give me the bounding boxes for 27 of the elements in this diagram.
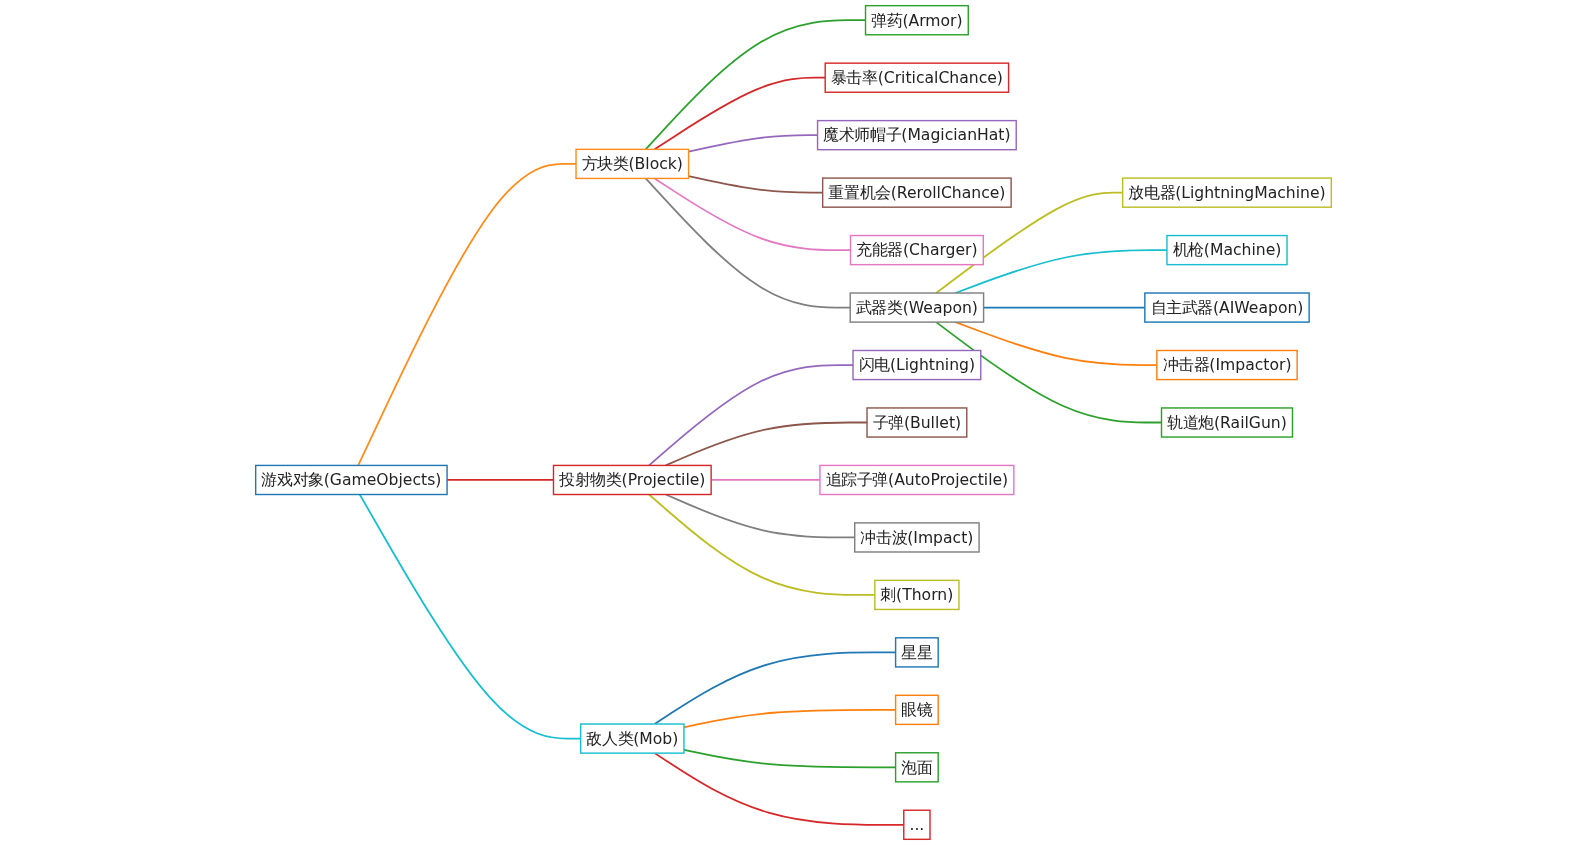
node-box: 充能器(Charger) [849, 234, 984, 266]
node-box: 游戏对象(GameObjects) [254, 464, 448, 496]
node-box: 冲击器(Impactor) [1156, 349, 1298, 381]
node-box: 追踪子弹(AutoProjectile) [819, 464, 1015, 496]
node-box: 魔术师帽子(MagicianHat) [816, 119, 1017, 151]
node-box: 放电器(LightningMachine) [1121, 177, 1333, 208]
node-box: 自主武器(AIWeapon) [1144, 292, 1310, 323]
connector [648, 364, 854, 467]
node-box: ... [903, 809, 931, 841]
connector [664, 421, 868, 467]
connector [357, 163, 577, 467]
node-box: 暴击率(CriticalChance) [824, 62, 1010, 93]
node-box: 投射物类(Projectile) [552, 464, 712, 496]
node-box: 机枪(Machine) [1166, 234, 1288, 266]
node-box: 弹药(Armor) [864, 4, 969, 36]
node-box: 轨道炮(RailGun) [1160, 407, 1294, 438]
node-box: 方块类(Block) [575, 148, 690, 180]
node-box: 武器类(Weapon) [849, 292, 985, 323]
node-box: 敌人类(Mob) [579, 723, 685, 754]
node-box: 子弹(Bullet) [866, 407, 968, 438]
node-box: 刺(Thorn) [874, 579, 960, 611]
node-box: 星星 [894, 637, 939, 668]
node-box: 重置机会(RerollChance) [821, 177, 1012, 208]
node-box: 冲击波(Impact) [854, 522, 980, 553]
node-box: 眼镜 [894, 694, 939, 726]
node-box: 泡面 [894, 752, 939, 783]
node-box: 闪电(Lightning) [852, 349, 982, 381]
